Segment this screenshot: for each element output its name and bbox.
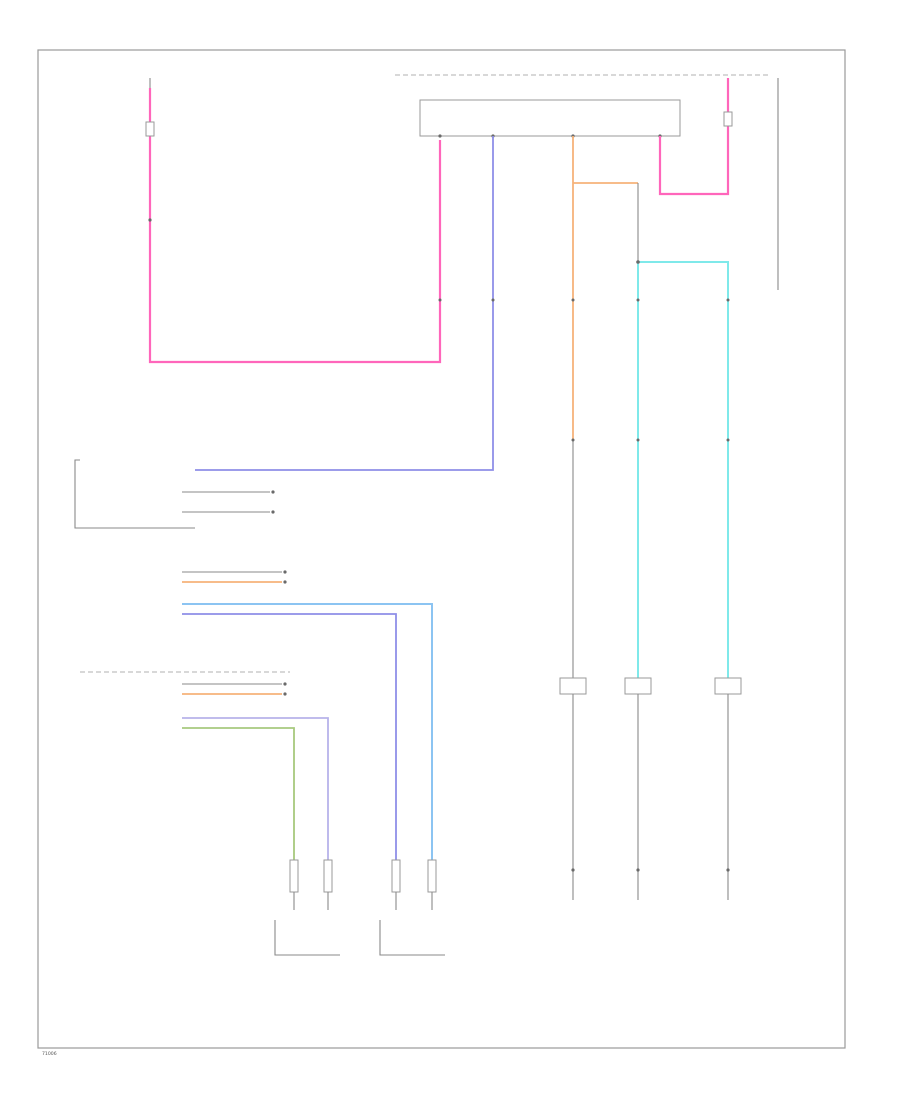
connector-body	[391, 859, 401, 893]
driver-door-block	[182, 570, 433, 860]
right-fuse-symbol	[723, 111, 733, 127]
top-left-fuse-group	[145, 78, 442, 364]
ground-dot	[726, 868, 730, 872]
lower-right-switches	[559, 677, 742, 900]
splice-dot	[726, 298, 730, 302]
terminal-dot	[283, 580, 287, 584]
bottom-connectors	[274, 859, 445, 956]
ground-dot	[571, 868, 575, 872]
splice-dot	[636, 298, 640, 302]
ignition-switch-block	[74, 459, 275, 529]
top-module-box	[419, 99, 681, 137]
driver-lav-wire	[182, 613, 397, 860]
driver-lblue-wire	[182, 603, 433, 860]
splice-dot	[571, 298, 575, 302]
right-pink-wire	[658, 78, 730, 196]
switch-body	[624, 677, 652, 695]
connector-body	[323, 859, 333, 893]
left-bracket	[274, 920, 340, 956]
cyan-wire-right	[638, 261, 729, 680]
passenger-door-block	[80, 671, 329, 860]
switch-body	[714, 677, 742, 695]
splice-dot	[636, 260, 640, 264]
connector-body	[289, 859, 299, 893]
diagram-frame	[37, 49, 846, 1049]
module-pin	[438, 134, 442, 138]
terminal-dot	[271, 510, 275, 514]
top-module	[395, 74, 770, 138]
terminal-dot	[283, 570, 287, 574]
splice-dot	[636, 438, 640, 442]
switch-body	[559, 677, 587, 695]
switch-bracket	[74, 459, 195, 529]
fuse-symbol	[145, 121, 155, 137]
splice-dot	[726, 438, 730, 442]
pink-feed-wire	[148, 88, 442, 364]
terminal-dot	[271, 490, 275, 494]
connector-marks	[438, 260, 730, 442]
terminal-dot	[283, 682, 287, 686]
ground-dot	[636, 868, 640, 872]
passenger-lav-wire	[182, 717, 329, 860]
right-bracket	[379, 920, 445, 956]
connector-body	[427, 859, 437, 893]
splice-dot	[438, 298, 442, 302]
terminal-dot	[283, 692, 287, 696]
passenger-green-wire	[182, 727, 295, 860]
splice-dot	[148, 218, 152, 222]
blue-wire-to-switch	[195, 136, 494, 471]
footer-code: 71006	[42, 1051, 57, 1057]
splice-dot	[571, 438, 575, 442]
splice-dot	[491, 298, 495, 302]
